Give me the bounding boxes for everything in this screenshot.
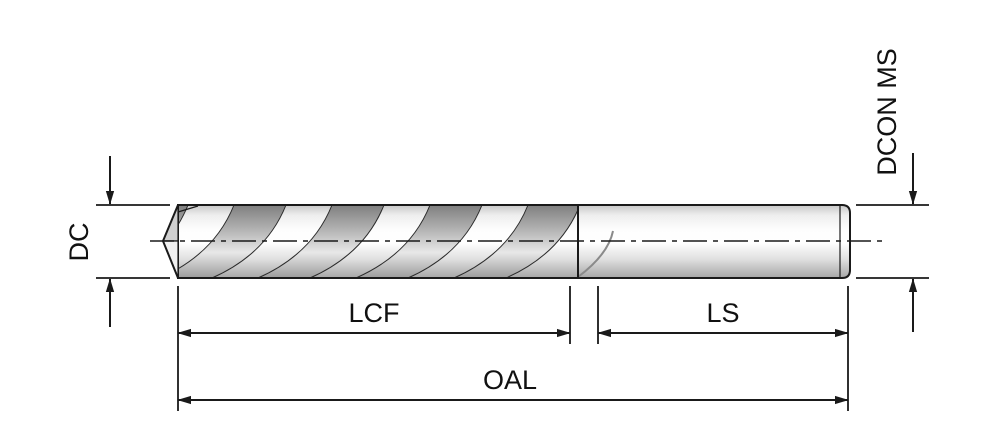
oal-label: OAL [483, 365, 537, 395]
lcf-label: LCF [348, 298, 399, 328]
drill-bit [150, 204, 886, 279]
dim-dc: DC [64, 156, 170, 327]
flute-runout [577, 230, 614, 278]
dcon-ms-label: DCON MS [872, 48, 902, 176]
dim-lcf: LCF [177, 286, 571, 344]
ls-label: LS [706, 298, 739, 328]
dc-label: DC [64, 223, 94, 262]
dim-ls: LS [597, 286, 849, 344]
drill-tip [161, 204, 199, 279]
drill-shank [574, 204, 851, 279]
tip-facet-line [177, 205, 199, 213]
dim-oal: OAL [177, 286, 849, 411]
dim-dcon-ms: DCON MS [856, 48, 929, 332]
